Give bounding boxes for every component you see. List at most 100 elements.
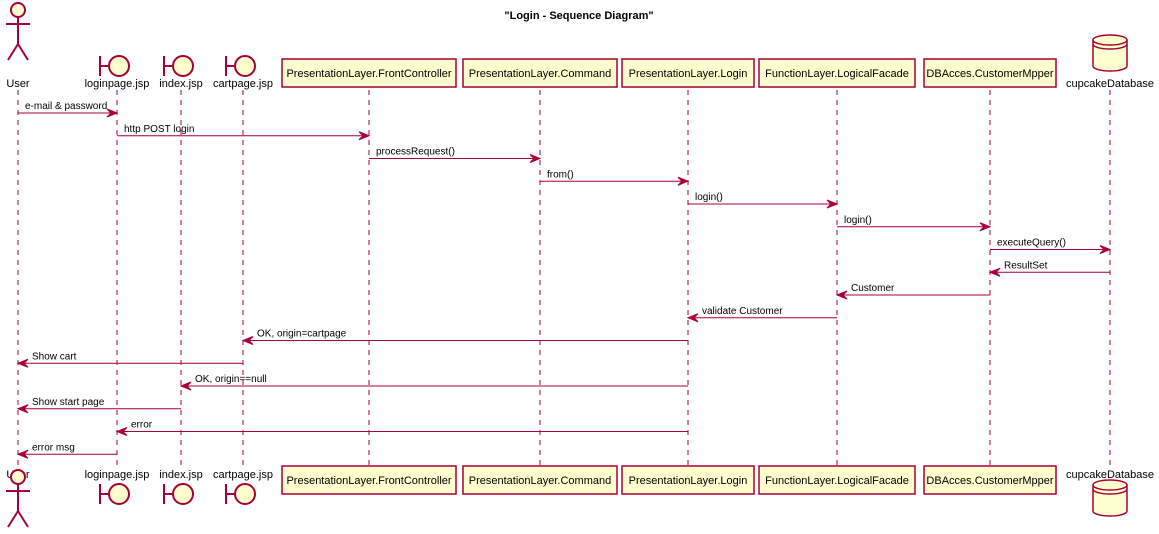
participant-frontcontroller-top: PresentationLayer.FrontController xyxy=(281,58,457,88)
participant-label: cartpage.jsp xyxy=(213,78,273,90)
participant-label: cartpage.jsp xyxy=(213,469,273,481)
participant-facade-bottom: FunctionLayer.LogicalFacade xyxy=(758,465,916,495)
participant-loginpage-top: loginpage.jsp xyxy=(85,55,150,90)
message-arrowhead xyxy=(988,267,1001,277)
message-arrowhead xyxy=(106,108,119,118)
message-12: Show cart xyxy=(16,351,243,368)
message-16: error msg xyxy=(16,442,117,459)
message-1: e-mail & password xyxy=(18,101,119,118)
participant-command-top: PresentationLayer.Command xyxy=(462,58,618,88)
message-arrowhead xyxy=(179,381,192,391)
boundary-icon xyxy=(225,483,256,505)
message-arrowhead xyxy=(826,199,839,209)
participant-cartpage-bottom: cartpage.jsp xyxy=(213,469,273,505)
participants-top: User loginpage.jsp index.jsp cartpage.jsp Pr… xyxy=(6,2,1154,90)
participant-box xyxy=(462,465,618,495)
participant-command-bottom: PresentationLayer.Command xyxy=(462,465,618,495)
message-label: Show cart xyxy=(32,351,77,362)
diagram-title: "Login - Sequence Diagram" xyxy=(504,10,653,22)
message-label: error msg xyxy=(32,442,75,453)
participant-label: PresentationLayer.Login xyxy=(629,475,748,487)
message-arrowhead xyxy=(358,131,371,141)
message-3: processRequest() xyxy=(369,147,542,163)
participant-label: index.jsp xyxy=(159,469,202,481)
participant-login-bottom: PresentationLayer.Login xyxy=(621,465,755,495)
database-icon xyxy=(1092,34,1128,72)
participant-db-bottom: cupcakeDatabase xyxy=(1066,469,1154,517)
message-6: login() xyxy=(837,215,992,232)
message-arrowhead xyxy=(16,404,29,414)
message-13: OK, origin==null xyxy=(179,374,688,391)
message-arrowhead xyxy=(16,358,29,368)
message-label: login() xyxy=(844,215,872,226)
message-2: http POST login xyxy=(117,124,371,141)
message-9: Customer xyxy=(835,283,990,300)
message-arrowhead xyxy=(115,427,128,436)
boundary-icon xyxy=(99,483,130,505)
participant-label: index.jsp xyxy=(159,78,202,90)
participant-box xyxy=(462,58,618,88)
participant-login-top: PresentationLayer.Login xyxy=(621,58,755,88)
message-label: processRequest() xyxy=(376,147,455,158)
participant-box xyxy=(281,465,457,495)
message-label: executeQuery() xyxy=(997,238,1066,249)
boundary-icon xyxy=(163,55,194,77)
message-15: error xyxy=(115,420,688,436)
participant-box xyxy=(621,58,755,88)
message-arrowhead xyxy=(529,154,542,163)
message-arrowhead xyxy=(979,222,992,232)
message-label: http POST login xyxy=(124,124,194,135)
participant-mapper-bottom: DBAcces.CustomerMpper xyxy=(923,465,1057,495)
message-label: ResultSet xyxy=(1004,260,1048,271)
participant-user-top: User xyxy=(6,2,30,90)
message-14: Show start page xyxy=(16,397,181,414)
message-label: error xyxy=(131,420,153,431)
participants-bottom: User loginpage.jsp index.jsp cartpage.jspPr… xyxy=(6,465,1154,528)
participant-label: cupcakeDatabase xyxy=(1066,78,1154,90)
participant-label: cupcakeDatabase xyxy=(1066,469,1154,481)
participant-label: PresentationLayer.Command xyxy=(469,68,611,80)
messages: e-mail & password http POST login processR… xyxy=(16,101,1112,459)
participant-index-top: index.jsp xyxy=(159,55,203,90)
participant-index-bottom: index.jsp xyxy=(159,469,203,505)
message-label: validate Customer xyxy=(702,306,783,317)
participant-box xyxy=(923,465,1057,495)
participant-box xyxy=(281,58,457,88)
boundary-icon xyxy=(99,55,130,77)
message-arrowhead xyxy=(1099,245,1112,254)
participant-label: PresentationLayer.FrontController xyxy=(286,68,451,80)
message-4: from() xyxy=(540,169,690,186)
boundary-icon xyxy=(225,55,256,77)
participant-user-bottom: User xyxy=(6,469,30,528)
participant-label: User xyxy=(6,78,30,90)
participant-box xyxy=(621,465,755,495)
participant-label: loginpage.jsp xyxy=(85,469,150,481)
boundary-icon xyxy=(163,483,194,505)
participant-facade-top: FunctionLayer.LogicalFacade xyxy=(758,58,916,88)
participant-label: PresentationLayer.Login xyxy=(629,68,748,80)
message-label: OK, origin=cartpage xyxy=(257,329,347,340)
message-arrowhead xyxy=(241,336,254,345)
message-label: Customer xyxy=(851,283,895,294)
message-label: Show start page xyxy=(32,397,105,408)
participant-label: loginpage.jsp xyxy=(85,78,150,90)
message-8: ResultSet xyxy=(988,260,1110,277)
message-arrowhead xyxy=(835,290,848,300)
message-label: from() xyxy=(547,169,574,180)
participant-loginpage-bottom: loginpage.jsp xyxy=(85,469,150,505)
participant-label: DBAcces.CustomerMpper xyxy=(926,475,1053,487)
participant-label: FunctionLayer.LogicalFacade xyxy=(765,68,909,80)
message-label: login() xyxy=(695,192,723,203)
participant-label: DBAcces.CustomerMpper xyxy=(926,68,1053,80)
message-arrowhead xyxy=(16,449,29,459)
message-arrowhead xyxy=(686,313,699,323)
lifelines xyxy=(17,90,1111,466)
participant-db-top: cupcakeDatabase xyxy=(1066,34,1154,90)
participant-mapper-top: DBAcces.CustomerMpper xyxy=(923,58,1057,88)
participant-cartpage-top: cartpage.jsp xyxy=(213,55,273,90)
participant-label: PresentationLayer.FrontController xyxy=(286,475,451,487)
participant-frontcontroller-bottom: PresentationLayer.FrontController xyxy=(281,465,457,495)
message-label: OK, origin==null xyxy=(195,374,267,385)
participant-label: PresentationLayer.Command xyxy=(469,475,611,487)
